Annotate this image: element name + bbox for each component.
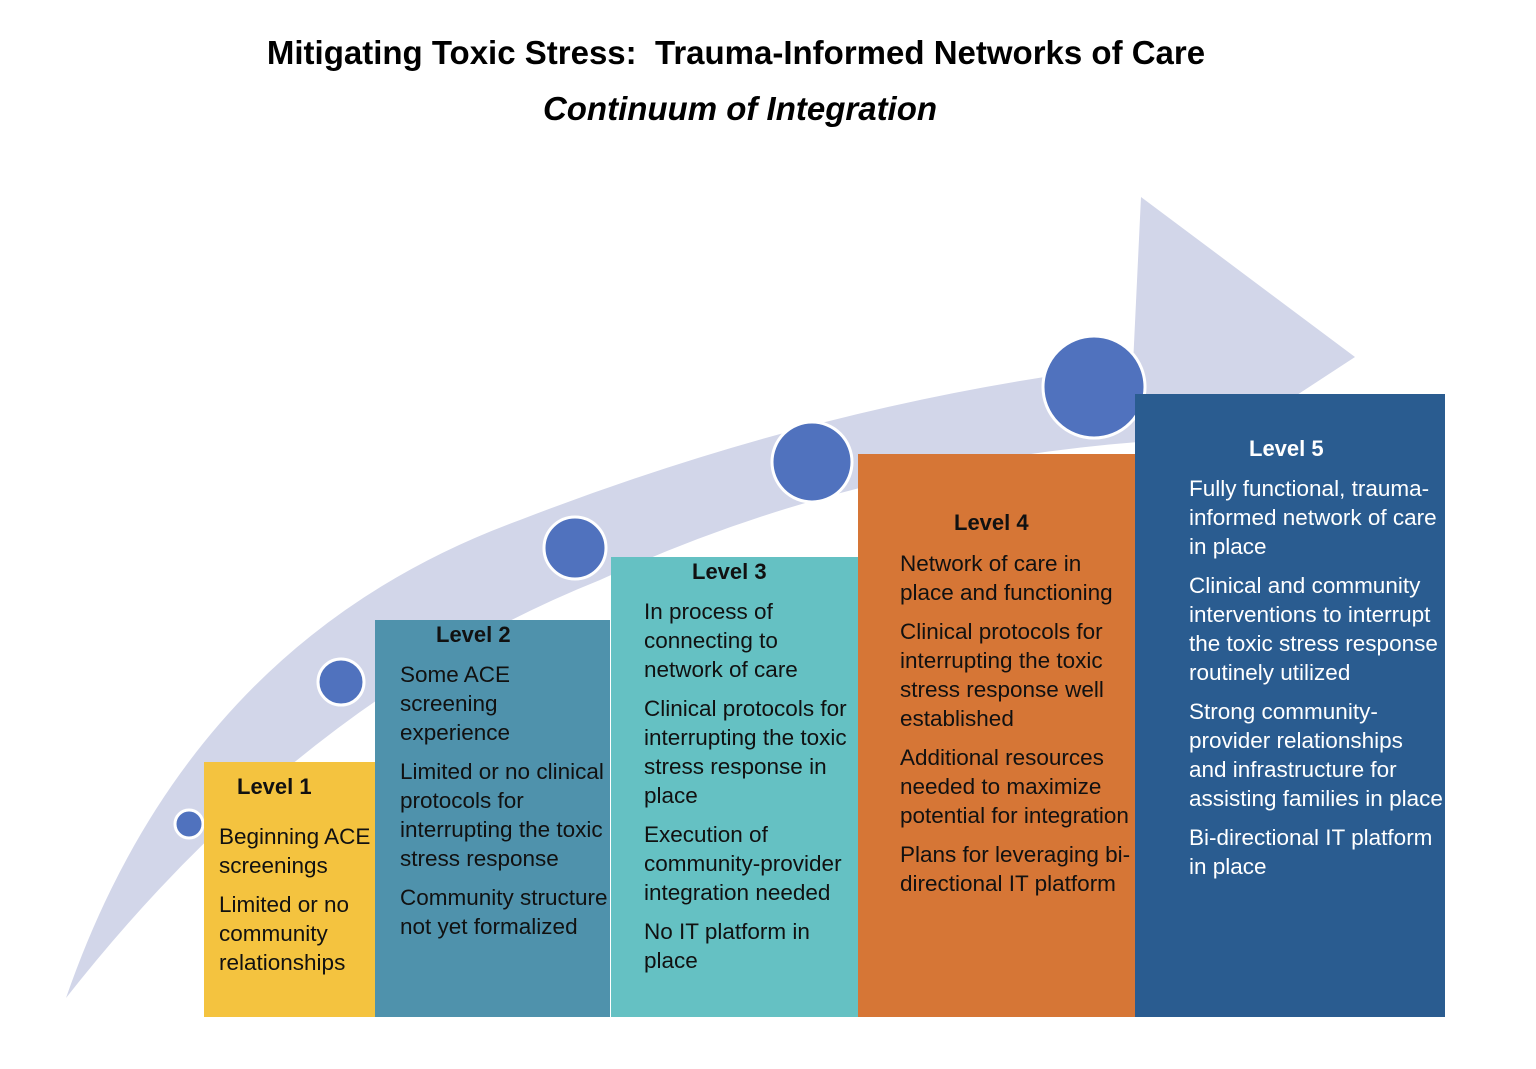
level-5-item: Bi-directional IT platform in place [1189, 825, 1433, 879]
level-4-item: Clinical protocols for interrupting the … [900, 619, 1104, 731]
level-2-box: Level 2 Some ACE screening experience Li… [375, 620, 610, 1017]
progress-dot-1 [173, 808, 205, 840]
progress-dot-2 [316, 657, 366, 707]
level-3-item: Clinical protocols for interrupting the … [644, 696, 847, 808]
level-5-item: Strong community-provider relationships … [1189, 699, 1443, 811]
level-1-title: Level 1 [237, 774, 312, 799]
level-3-box: Level 3 In process of connecting to netw… [611, 557, 858, 1017]
level-5-box: Level 5 Fully functional, trauma-informe… [1135, 394, 1445, 1017]
level-5-title: Level 5 [1249, 436, 1324, 461]
level-4-item: Additional resources needed to maximize … [900, 745, 1129, 828]
diagram-title: Mitigating Toxic Stress: Trauma-Informed… [266, 34, 1206, 71]
level-3-item: Execution of community-provider integrat… [644, 822, 842, 905]
level-3-item: No IT platform in place [644, 919, 810, 973]
diagram-subtitle: Continuum of Integration [542, 90, 938, 127]
level-2-item: Limited or no clinical protocols for int… [400, 759, 604, 871]
progress-dot-3 [542, 515, 608, 581]
level-4-item: Plans for leveraging bi-directional IT p… [900, 842, 1131, 896]
level-2-item: Community structure not yet formalized [400, 885, 608, 939]
progress-dot-4 [770, 420, 854, 504]
level-1-box: Level 1 Beginning ACE screenings Limited… [204, 762, 375, 1017]
level-2-item: Some ACE screening experience [400, 662, 511, 745]
level-5-item: Fully functional, trauma-informed networ… [1189, 476, 1437, 559]
progress-dot-5 [1041, 334, 1147, 440]
level-4-title: Level 4 [954, 510, 1029, 535]
curved-arrow [66, 197, 1355, 998]
level-1-item: Beginning ACE screenings [219, 824, 371, 878]
level-1-item: Limited or no community relationships [219, 892, 350, 975]
level-4-box: Level 4 Network of care in place and fun… [858, 454, 1135, 1017]
level-3-item: In process of connecting to network of c… [644, 599, 798, 682]
level-3-title: Level 3 [692, 559, 767, 584]
level-4-item: Network of care in place and functioning [900, 551, 1113, 605]
level-5-item: Clinical and community interventions to … [1189, 573, 1438, 685]
level-2-title: Level 2 [436, 622, 511, 647]
